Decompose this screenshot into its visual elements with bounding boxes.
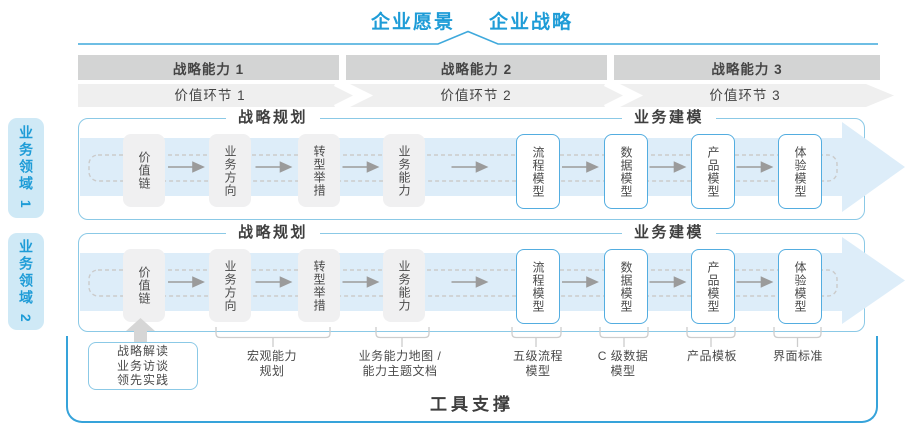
capability-label: 战略能力 2 [440,61,513,77]
modeling-header: 业务建模 [621,108,717,128]
box-business-direction: 业务方向 [209,134,251,207]
domain-label-2: 业务领域 2 [8,233,44,330]
annotation-line: 规划 [259,364,285,378]
box-process-model: 流程模型 [516,134,560,209]
box-value-chain: 价值链 [123,134,165,207]
annotation-brackets [215,327,822,347]
tool-support-label: 工具支撑 [430,395,514,414]
annotation-macro-capability: 宏观能力 规划 [207,349,337,379]
tool-support-container: 工具支撑 [66,336,878,423]
capability-bar-3: 战略能力 3 [614,55,880,80]
capability-bar-1: 战略能力 1 [78,55,339,80]
flow-arrows [168,276,774,288]
capability-bar-2: 战略能力 2 [346,55,607,80]
capability-label: 战略能力 1 [172,61,245,77]
strategy-title: 企业战略 [489,12,574,33]
practice-annotation-box: 战略解读 业务访谈 领先实践 [88,342,198,390]
annotation-line: 能力主题文档 [362,364,438,378]
capability-label: 战略能力 3 [711,61,783,77]
annotation-process-model: 五级流程 模型 [473,349,603,379]
box-data-model: 数据模型 [604,134,648,209]
flow-arrows [168,161,774,173]
annotation-capability-map: 业务能力地图 / 能力主题文档 [335,349,465,379]
annotation-line: 界面标准 [772,349,823,363]
dashed-track [88,269,838,297]
practice-line: 战略解读 [116,344,169,359]
box-data-model: 数据模型 [604,249,648,324]
box-value-chain: 价值链 [123,249,165,322]
up-arrow [126,318,155,344]
box-process-model: 流程模型 [516,249,560,324]
annotation-line: 模型 [610,364,636,378]
vision-title: 企业愿景 [370,12,455,33]
annotation-line: 五级流程 [512,349,563,363]
annotation-line: 产品模板 [686,349,737,363]
annotation-line: 业务能力地图 / [358,349,442,363]
box-transformation-initiative: 转型举措 [298,249,340,322]
box-product-model: 产品模型 [691,134,735,209]
annotation-line: 宏观能力 [246,349,297,363]
practice-line: 业务访谈 [116,358,169,373]
domain-row-2: 战略规划 业务建模 价值链 业务方向 转型举措 业务能力 流程模型 数据模型 产… [78,223,905,332]
domain-row-1: 战略规划 业务建模 价值链 业务方向 转型举措 业务能力 流程模型 数据模型 产… [78,108,905,220]
page-title: 企业愿景 企业战略 [34,7,910,34]
value-link-2: 价值环节 2 [440,88,512,103]
box-business-direction: 业务方向 [209,249,251,322]
annotation-product-template: 产品模板 [647,349,777,364]
box-experience-model: 体验模型 [778,249,822,324]
box-product-model: 产品模型 [691,249,735,324]
domain-label-1: 业务领域 1 [8,118,44,218]
practice-line: 领先实践 [116,373,169,388]
box-business-capability: 业务能力 [383,249,425,322]
annotation-line: C 级数据 [597,349,649,363]
annotation-data-model: C 级数据 模型 [558,349,688,379]
value-link-3: 价值环节 3 [709,88,781,103]
dashed-track [88,154,838,182]
box-business-capability: 业务能力 [383,134,425,207]
box-transformation-initiative: 转型举措 [298,134,340,207]
annotation-ui-standard: 界面标准 [733,349,863,364]
modeling-header: 业务建模 [621,223,717,243]
value-link-1: 价值环节 1 [174,88,246,103]
box-experience-model: 体验模型 [778,134,822,209]
vision-caret-line [78,30,878,45]
value-chain-chevron-band [78,77,894,114]
planning-header: 战略规划 [225,223,321,243]
annotation-line: 模型 [525,364,551,378]
planning-header: 战略规划 [225,108,321,128]
